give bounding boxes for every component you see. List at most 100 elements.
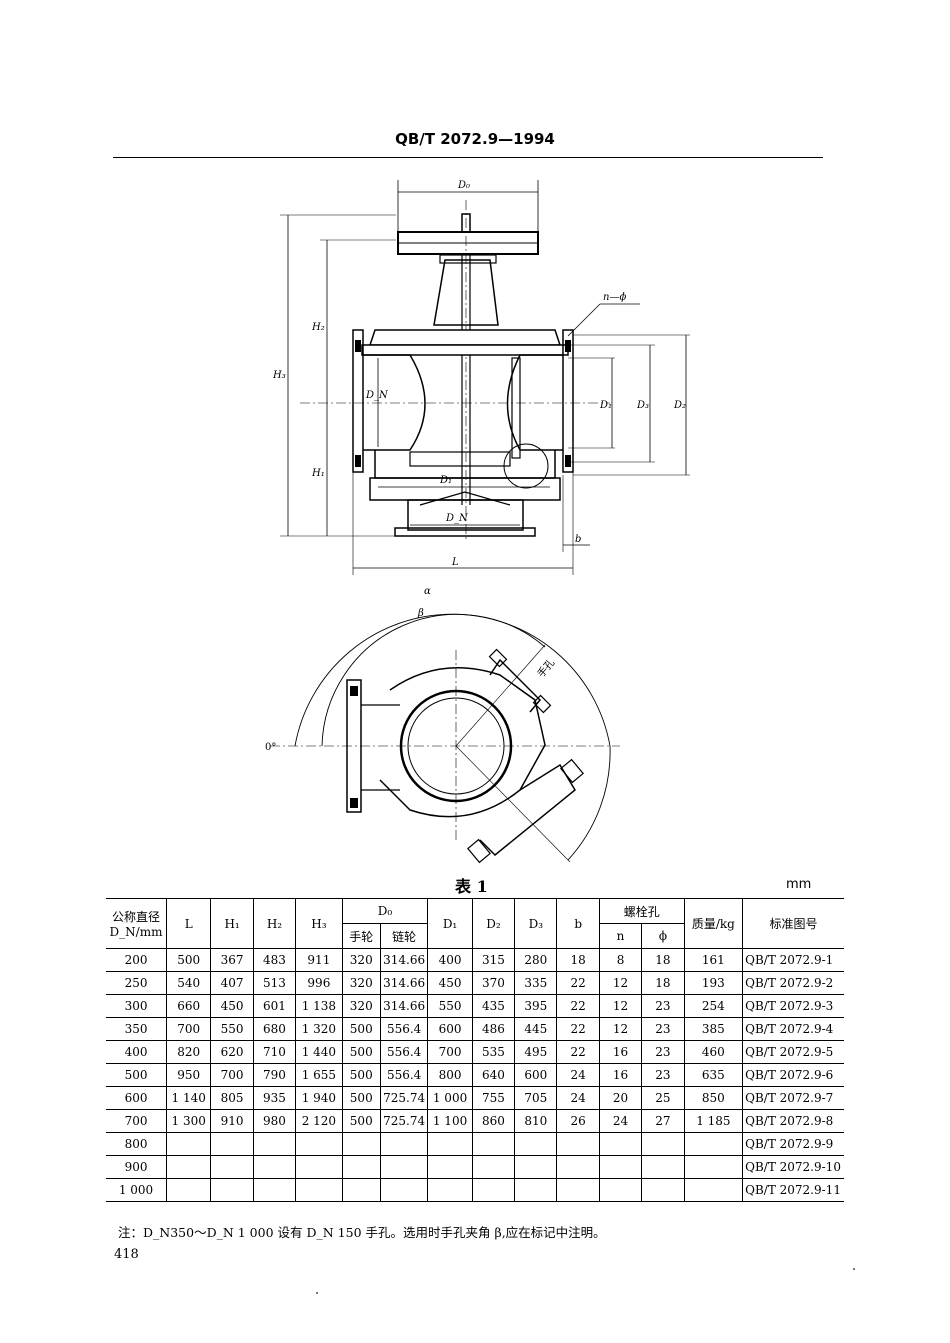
table-cell: 600	[106, 1086, 168, 1110]
table-cell: 725.74	[379, 1086, 429, 1110]
table-cell: 1 320	[295, 1017, 343, 1041]
header-bolt-phi: ϕ	[641, 923, 685, 949]
table-cell: 24	[556, 1063, 600, 1087]
header-l: L	[166, 898, 212, 949]
table-cell: 12	[598, 994, 643, 1018]
table-cell: 640	[471, 1063, 516, 1087]
table-header-row-2: 手轮 链轮 n ϕ	[106, 923, 844, 949]
table-cell: QB/T 2072.9-2	[742, 971, 844, 995]
table-cell: 556.4	[379, 1063, 429, 1087]
table-cell: 24	[598, 1109, 643, 1133]
table-cell	[471, 1155, 516, 1179]
header-h1: H₁	[210, 898, 254, 949]
header-d2: D₂	[471, 898, 516, 949]
table-cell	[210, 1178, 254, 1202]
table-cell: 1 940	[295, 1086, 343, 1110]
table-cell: 18	[641, 948, 685, 972]
table-cell: 996	[295, 971, 343, 995]
table-cell: 805	[210, 1086, 254, 1110]
table-cell: 161	[683, 948, 744, 972]
table-cell: 790	[252, 1063, 297, 1087]
table-cell: 500	[166, 948, 212, 972]
table-cell: 810	[514, 1109, 558, 1133]
table-cell: 314.66	[379, 971, 429, 995]
table-cell: 800	[427, 1063, 473, 1087]
table-cell: 250	[106, 971, 168, 995]
table-cell: 23	[641, 1017, 685, 1041]
label-zero: 0°	[265, 742, 276, 753]
scan-speck	[316, 1292, 318, 1294]
table-cell: 2 120	[295, 1109, 343, 1133]
header-d0-chain: 链轮	[379, 923, 429, 949]
table-cell	[295, 1132, 343, 1156]
table-cell	[427, 1178, 473, 1202]
table-cell: 513	[252, 971, 297, 995]
table-cell: 700	[166, 1017, 212, 1041]
table-cell: 450	[210, 994, 254, 1018]
table-cell: 725.74	[379, 1109, 429, 1133]
table-cell	[295, 1155, 343, 1179]
table-cell: 500	[341, 1063, 381, 1087]
label-l: L	[451, 557, 459, 568]
table-cell	[427, 1132, 473, 1156]
table-cell	[598, 1178, 643, 1202]
table-cell: QB/T 2072.9-5	[742, 1040, 844, 1064]
table-cell: 1 440	[295, 1040, 343, 1064]
table-cell	[471, 1178, 516, 1202]
table-cell: QB/T 2072.9-9	[742, 1132, 844, 1156]
table-cell	[514, 1155, 558, 1179]
table-cell: 620	[210, 1040, 254, 1064]
table-cell: 911	[295, 948, 343, 972]
table-cell: 18	[556, 948, 600, 972]
table-cell: 820	[166, 1040, 212, 1064]
header-rule	[113, 157, 823, 158]
table-cell	[641, 1155, 685, 1179]
label-h3: H₃	[272, 370, 286, 381]
table-cell: 320	[341, 971, 381, 995]
table-cell: 20	[598, 1086, 643, 1110]
table-cell: 16	[598, 1063, 643, 1087]
table-cell: 435	[471, 994, 516, 1018]
document-header: QB/T 2072.9—1994	[395, 130, 555, 148]
table-cell: 860	[471, 1109, 516, 1133]
table-cell: 535	[471, 1040, 516, 1064]
page-number: 418	[114, 1247, 139, 1262]
table-cell: 367	[210, 948, 254, 972]
header-bolt-n: n	[598, 923, 643, 949]
header-d1: D₁	[427, 898, 473, 949]
header-h3: H₃	[295, 898, 343, 949]
table-cell: 22	[556, 1017, 600, 1041]
table-cell: QB/T 2072.9-4	[742, 1017, 844, 1041]
table-cell	[683, 1178, 744, 1202]
table-cell: 18	[641, 971, 685, 995]
table-cell	[683, 1132, 744, 1156]
table-cell: 900	[106, 1155, 168, 1179]
table-cell: 700	[106, 1109, 168, 1133]
table-cell	[471, 1132, 516, 1156]
table-cell	[427, 1155, 473, 1179]
label-handhole: 手孔	[534, 656, 557, 680]
table-cell: 400	[106, 1040, 168, 1064]
table-cell: 445	[514, 1017, 558, 1041]
table-cell	[341, 1178, 381, 1202]
header-bolt: 螺栓孔	[598, 898, 685, 924]
table-cell	[514, 1132, 558, 1156]
table-cell: 450	[427, 971, 473, 995]
table-cell	[166, 1155, 212, 1179]
table-cell: 370	[471, 971, 516, 995]
table-cell: 16	[598, 1040, 643, 1064]
table-cell: 1 000	[427, 1086, 473, 1110]
table-cell: 500	[106, 1063, 168, 1087]
table-cell: 12	[598, 971, 643, 995]
table-cell	[379, 1178, 429, 1202]
table-cell	[683, 1155, 744, 1179]
table-note: 注：D_N350～D_N 1 000 设有 D_N 150 手孔。选用时手孔夹角…	[118, 1225, 606, 1240]
table-cell	[341, 1155, 381, 1179]
table-cell	[252, 1178, 297, 1202]
table-cell: 314.66	[379, 994, 429, 1018]
